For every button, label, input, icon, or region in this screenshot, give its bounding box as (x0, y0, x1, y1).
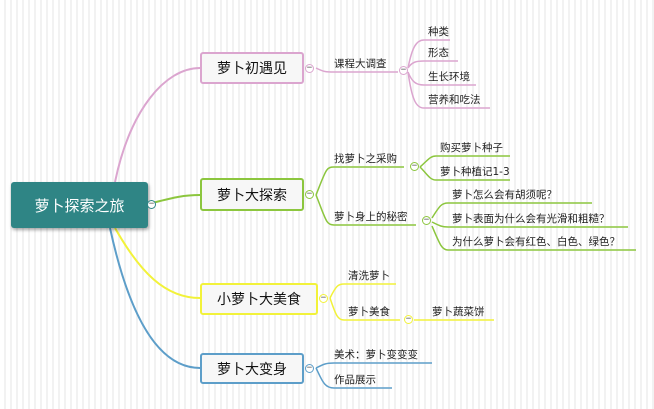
topic-planting-diary[interactable]: 萝卜种植记1-3 (440, 166, 510, 178)
topic-environment[interactable]: 生长环境 (428, 71, 470, 83)
connector-survey-to-nutrition (407, 71, 425, 109)
connector-survey-to-shape (407, 60, 425, 69)
collapse-icon[interactable]: − (305, 63, 314, 73)
collapse-icon[interactable]: − (305, 189, 314, 199)
topic-shape[interactable]: 形态 (428, 47, 449, 59)
topic-kind[interactable]: 种类 (428, 26, 449, 38)
topic-art[interactable]: 美术：萝卜变变变 (334, 349, 418, 361)
connector-root-to-branch-3 (114, 227, 201, 299)
connector-survey-to-kind (407, 39, 425, 69)
topic-question-surface[interactable]: 萝卜表面为什么会有光滑和粗糙？ (452, 213, 610, 225)
root-node[interactable]: 萝卜探索之旅 (11, 182, 148, 228)
topic-survey[interactable]: 课程大调查 (334, 58, 387, 70)
collapse-icon[interactable]: − (147, 199, 156, 209)
topic-secret[interactable]: 萝卜身上的秘密 (334, 211, 408, 223)
connector-b2-to-secret (315, 194, 335, 226)
topic-showcase[interactable]: 作品展示 (334, 374, 376, 386)
branch-node-4[interactable]: 萝卜大变身 (200, 353, 304, 384)
branch-node-1[interactable]: 萝卜初遇见 (200, 52, 304, 84)
connector-purchase-to-diary (419, 166, 437, 181)
topic-wash[interactable]: 清洗萝卜 (348, 270, 390, 282)
root-node-label: 萝卜探索之旅 (34, 196, 125, 215)
connector-root-to-branch-1 (114, 67, 201, 183)
topic-purchase[interactable]: 找萝卜之采购 (334, 153, 397, 165)
branch-node-label: 萝卜初遇见 (217, 61, 287, 77)
connector-root-to-branch-4 (109, 227, 201, 369)
branch-node-label: 小萝卜大美食 (217, 292, 301, 308)
collapse-icon[interactable]: − (422, 215, 431, 225)
connector-b3-to-wash (329, 283, 345, 299)
connector-secret-to-q2 (431, 221, 449, 228)
connector-secret-to-q3 (431, 225, 449, 251)
topic-nutrition[interactable]: 营养和吃法 (428, 94, 481, 106)
topic-food[interactable]: 萝卜美食 (348, 306, 390, 318)
connector-b1-to-survey (315, 67, 335, 73)
topic-question-color[interactable]: 为什么萝卜会有红色、白色、绿色？ (452, 236, 620, 248)
topic-buy-seeds[interactable]: 购买萝卜种子 (440, 142, 503, 154)
connector-b4-to-art (315, 362, 335, 369)
connector-b2-to-purchase (315, 166, 335, 196)
collapse-icon[interactable]: − (319, 293, 328, 303)
topic-pancake[interactable]: 萝卜蔬菜饼 (432, 306, 485, 318)
connector-secret-to-q1 (431, 202, 449, 219)
connector-purchase-to-seeds (419, 155, 437, 168)
branch-node-label: 萝卜大探索 (217, 187, 287, 204)
collapse-icon[interactable]: − (399, 65, 408, 75)
collapse-icon[interactable]: − (410, 161, 419, 171)
collapse-icon[interactable]: − (404, 314, 413, 324)
branch-node-3[interactable]: 小萝卜大美食 (200, 283, 318, 315)
collapse-icon[interactable]: − (305, 363, 314, 373)
connector-b3-to-food (329, 297, 345, 321)
branch-node-2[interactable]: 萝卜大探索 (200, 178, 304, 211)
topic-question-beard[interactable]: 萝卜怎么会有胡须呢？ (452, 189, 557, 201)
branch-node-label: 萝卜大变身 (217, 361, 287, 378)
connector-b4-to-show (315, 367, 335, 389)
